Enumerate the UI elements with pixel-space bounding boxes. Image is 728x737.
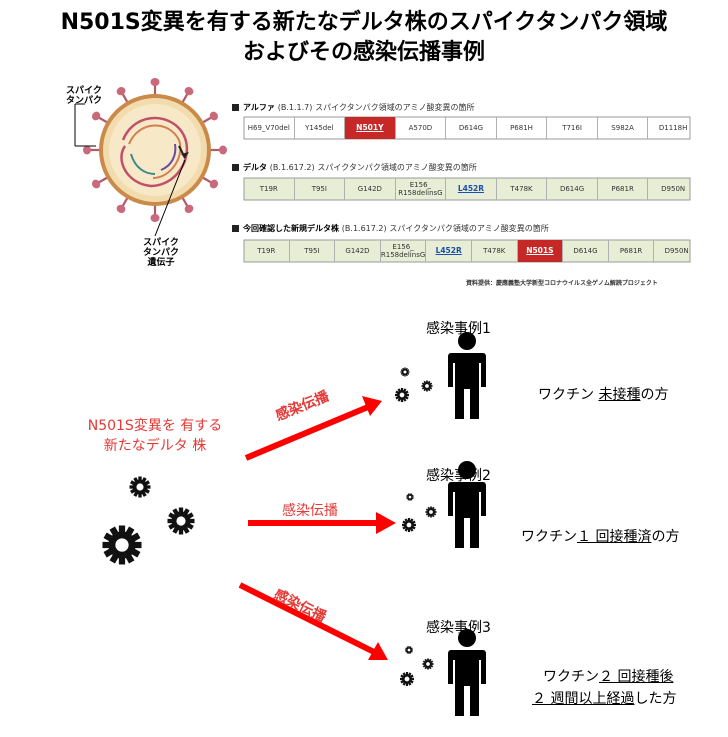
mutation-cell: N501Y bbox=[345, 117, 396, 139]
spike-protein-label: スパイク タンパク bbox=[66, 86, 103, 106]
mutation-cell: A570D bbox=[396, 117, 447, 139]
virus-cluster bbox=[102, 476, 195, 565]
mutation-cell: L452R bbox=[426, 240, 472, 262]
arrow-label-case2: 感染伝播 bbox=[282, 503, 338, 519]
new-delta-table-bg bbox=[243, 239, 691, 263]
bullet-square-icon bbox=[232, 164, 239, 171]
case3-vaccine-line1: ワクチン２ 回接種後 bbox=[543, 669, 674, 685]
bullet-square-icon bbox=[232, 225, 239, 232]
mutation-cell: P681R bbox=[609, 240, 655, 262]
alpha-table-title: アルファ (B.1.1.7) スパイクタンパク領域のアミノ酸変異の箇所 bbox=[232, 102, 475, 113]
mutation-cell: D950N bbox=[661, 185, 686, 193]
case3-vaccine-status: ワクチン２ 回接種後 ２ 週間以上経過した方 bbox=[532, 666, 676, 710]
mutation-cell: D1118H bbox=[658, 124, 688, 132]
case1-vaccine-status: ワクチン 未接種の方 bbox=[538, 387, 669, 403]
spike-gene-label: スパイク タンパク 遺伝子 bbox=[143, 238, 180, 268]
mutation-cell: H69_V70del bbox=[244, 117, 295, 139]
mutation-cell: N501S bbox=[517, 240, 564, 262]
mutation-cell: T478K bbox=[472, 240, 518, 262]
variant-label-line2: 新たなデルタ 株 bbox=[103, 438, 207, 454]
case2-label: 感染事例2 bbox=[426, 468, 491, 484]
case2-vaccine-status: ワクチン１ 回接種済の方 bbox=[521, 529, 680, 545]
mutation-cell: D950N bbox=[664, 247, 689, 255]
mutation-cell: G142D bbox=[335, 240, 381, 262]
mutation-cell: D614G bbox=[563, 240, 609, 262]
variant-label: N501S変異を 有する 新たなデルタ 株 bbox=[70, 416, 240, 456]
mutation-cell: L452R bbox=[446, 178, 497, 200]
mutation-cell: Y145del bbox=[295, 117, 346, 139]
mutation-cell: T95I bbox=[295, 178, 346, 200]
bullet-square-icon bbox=[232, 104, 239, 111]
small-viruses-case3 bbox=[400, 646, 434, 686]
mutation-cell: P681R bbox=[598, 178, 649, 200]
mutation-cell: S982A bbox=[598, 117, 649, 139]
case3-vaccine-line2: ２ 週間以上経過した方 bbox=[532, 691, 677, 707]
variant-label-line1: N501S変異を 有する bbox=[87, 418, 223, 434]
small-viruses-case1 bbox=[395, 367, 433, 402]
person-case3-icon bbox=[448, 629, 486, 716]
page-title: N501S変異を有する新たなデルタ株のスパイクタンパク領域 bbox=[60, 10, 668, 35]
mutation-cell: T95I bbox=[290, 240, 336, 262]
mutation-cell: T19R bbox=[244, 178, 295, 200]
mutation-cell: G142D bbox=[345, 178, 396, 200]
virus-illustration bbox=[81, 76, 229, 224]
mutation-cell: E156_ R158delinsG bbox=[381, 240, 427, 262]
arrow-case2 bbox=[248, 512, 396, 534]
new-delta-table-title: 今回確認した新規デルタ株 (B.1.617.2) スパイクタンパク領域のアミノ酸… bbox=[232, 223, 549, 234]
person-case1-icon bbox=[448, 332, 486, 419]
page-subtitle: およびその感染伝播事例 bbox=[242, 40, 485, 65]
delta-table-title: デルタ (B.1.617.2) スパイクタンパク領域のアミノ酸変異の箇所 bbox=[232, 162, 477, 173]
small-viruses-case2 bbox=[402, 493, 437, 532]
delta-table-bg bbox=[243, 177, 691, 201]
case3-label: 感染事例3 bbox=[426, 620, 491, 636]
mutation-cell: T716I bbox=[547, 117, 598, 139]
mutation-cell: D614G bbox=[547, 178, 598, 200]
mutation-cell: T478K bbox=[497, 178, 548, 200]
mutation-cell: P681H bbox=[497, 117, 548, 139]
arrow-case3 bbox=[238, 582, 388, 660]
mutation-cell: E156_ R158delinsG bbox=[396, 178, 447, 200]
mutation-cell: T19R bbox=[244, 240, 290, 262]
source-credit: 資料提供：慶應義塾大学新型コロナウイルス全ゲノム解読プロジェクト bbox=[466, 280, 658, 287]
arrow-case1 bbox=[244, 396, 382, 461]
mutation-cell: D614G bbox=[446, 117, 497, 139]
case1-label: 感染事例1 bbox=[426, 321, 491, 337]
